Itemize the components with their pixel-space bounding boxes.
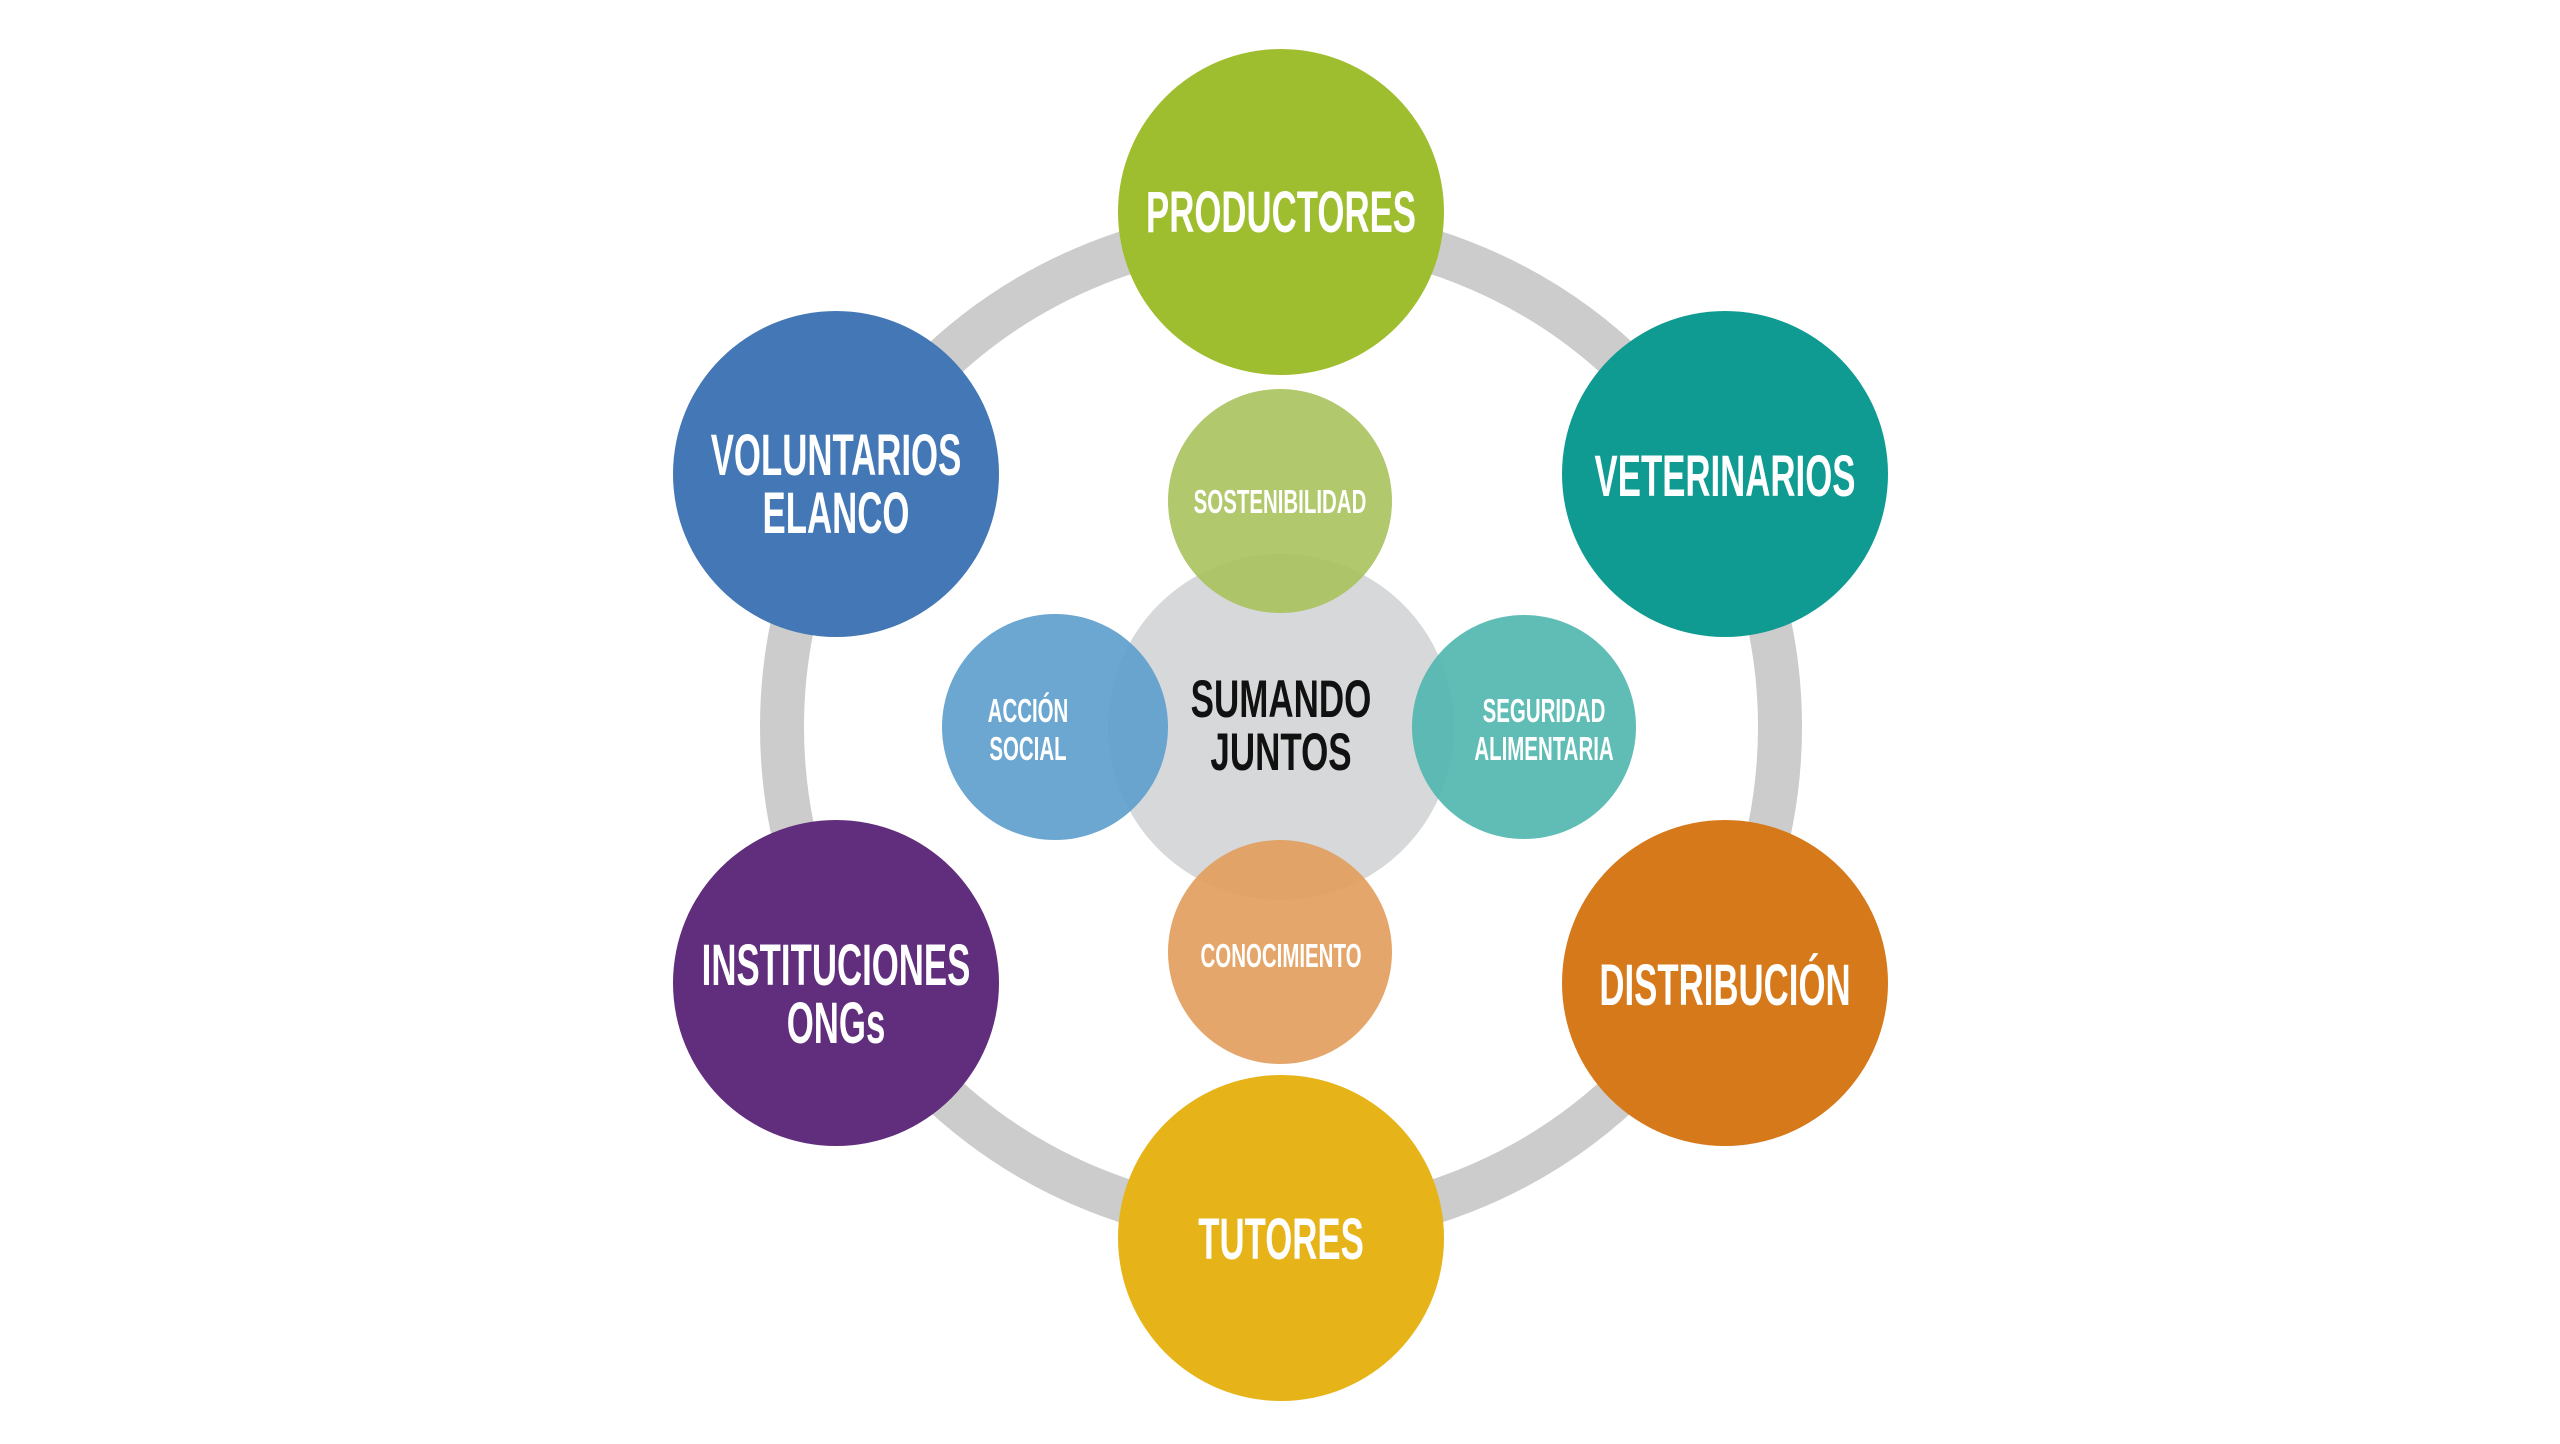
conocimiento-label: CONOCIMIENTO xyxy=(1201,937,1362,974)
sostenibilidad-label: SOSTENIBILIDAD xyxy=(1194,483,1367,520)
sostenibilidad-circle xyxy=(1168,389,1392,613)
inner-node-accion-social xyxy=(942,614,1168,840)
voluntarios-elanco-circle xyxy=(673,311,999,637)
conocimiento-circle xyxy=(1168,840,1392,1064)
veterinarios-circle xyxy=(1562,311,1888,637)
seguridad-alimentaria-label-line-2: ALIMENTARIA xyxy=(1474,730,1613,767)
voluntarios-elanco-label-line-2: ELANCO xyxy=(763,482,910,546)
tutores-label: TUTORES xyxy=(1198,1208,1364,1272)
seguridad-alimentaria-label-line-1: SEGURIDAD xyxy=(1483,692,1606,729)
center-label-line-1: SUMANDO xyxy=(1191,669,1372,729)
instituciones-ongs-circle xyxy=(673,820,999,1146)
voluntarios-elanco-label-line-1: VOLUNTARIOS xyxy=(711,424,962,488)
accion-social-circle xyxy=(942,614,1168,840)
center-circle xyxy=(1108,554,1454,900)
inner-node-sostenibilidad xyxy=(1168,389,1392,613)
tutores-circle xyxy=(1118,1075,1444,1401)
veterinarios-label: VETERINARIOS xyxy=(1595,445,1856,509)
productores-circle xyxy=(1118,49,1444,375)
seguridad-alimentaria-circle xyxy=(1412,615,1636,839)
productores-label: PRODUCTORES xyxy=(1146,181,1416,245)
accion-social-label-line-2: SOCIAL xyxy=(989,730,1066,767)
distribucion-circle xyxy=(1562,820,1888,1146)
center-label-line-2: JUNTOS xyxy=(1210,722,1351,782)
accion-social-label-line-1: ACCIÓN xyxy=(988,692,1069,729)
center-node-sumando-juntos xyxy=(1108,554,1454,900)
inner-node-conocimiento xyxy=(1168,840,1392,1064)
distribucion-label: DISTRIBUCIÓN xyxy=(1599,952,1850,1019)
instituciones-ongs-label-line-1: INSTITUCIONES xyxy=(702,934,971,998)
instituciones-ongs-label-line-2: ONGs xyxy=(787,992,886,1056)
inner-node-seguridad-alimentaria xyxy=(1412,615,1636,839)
